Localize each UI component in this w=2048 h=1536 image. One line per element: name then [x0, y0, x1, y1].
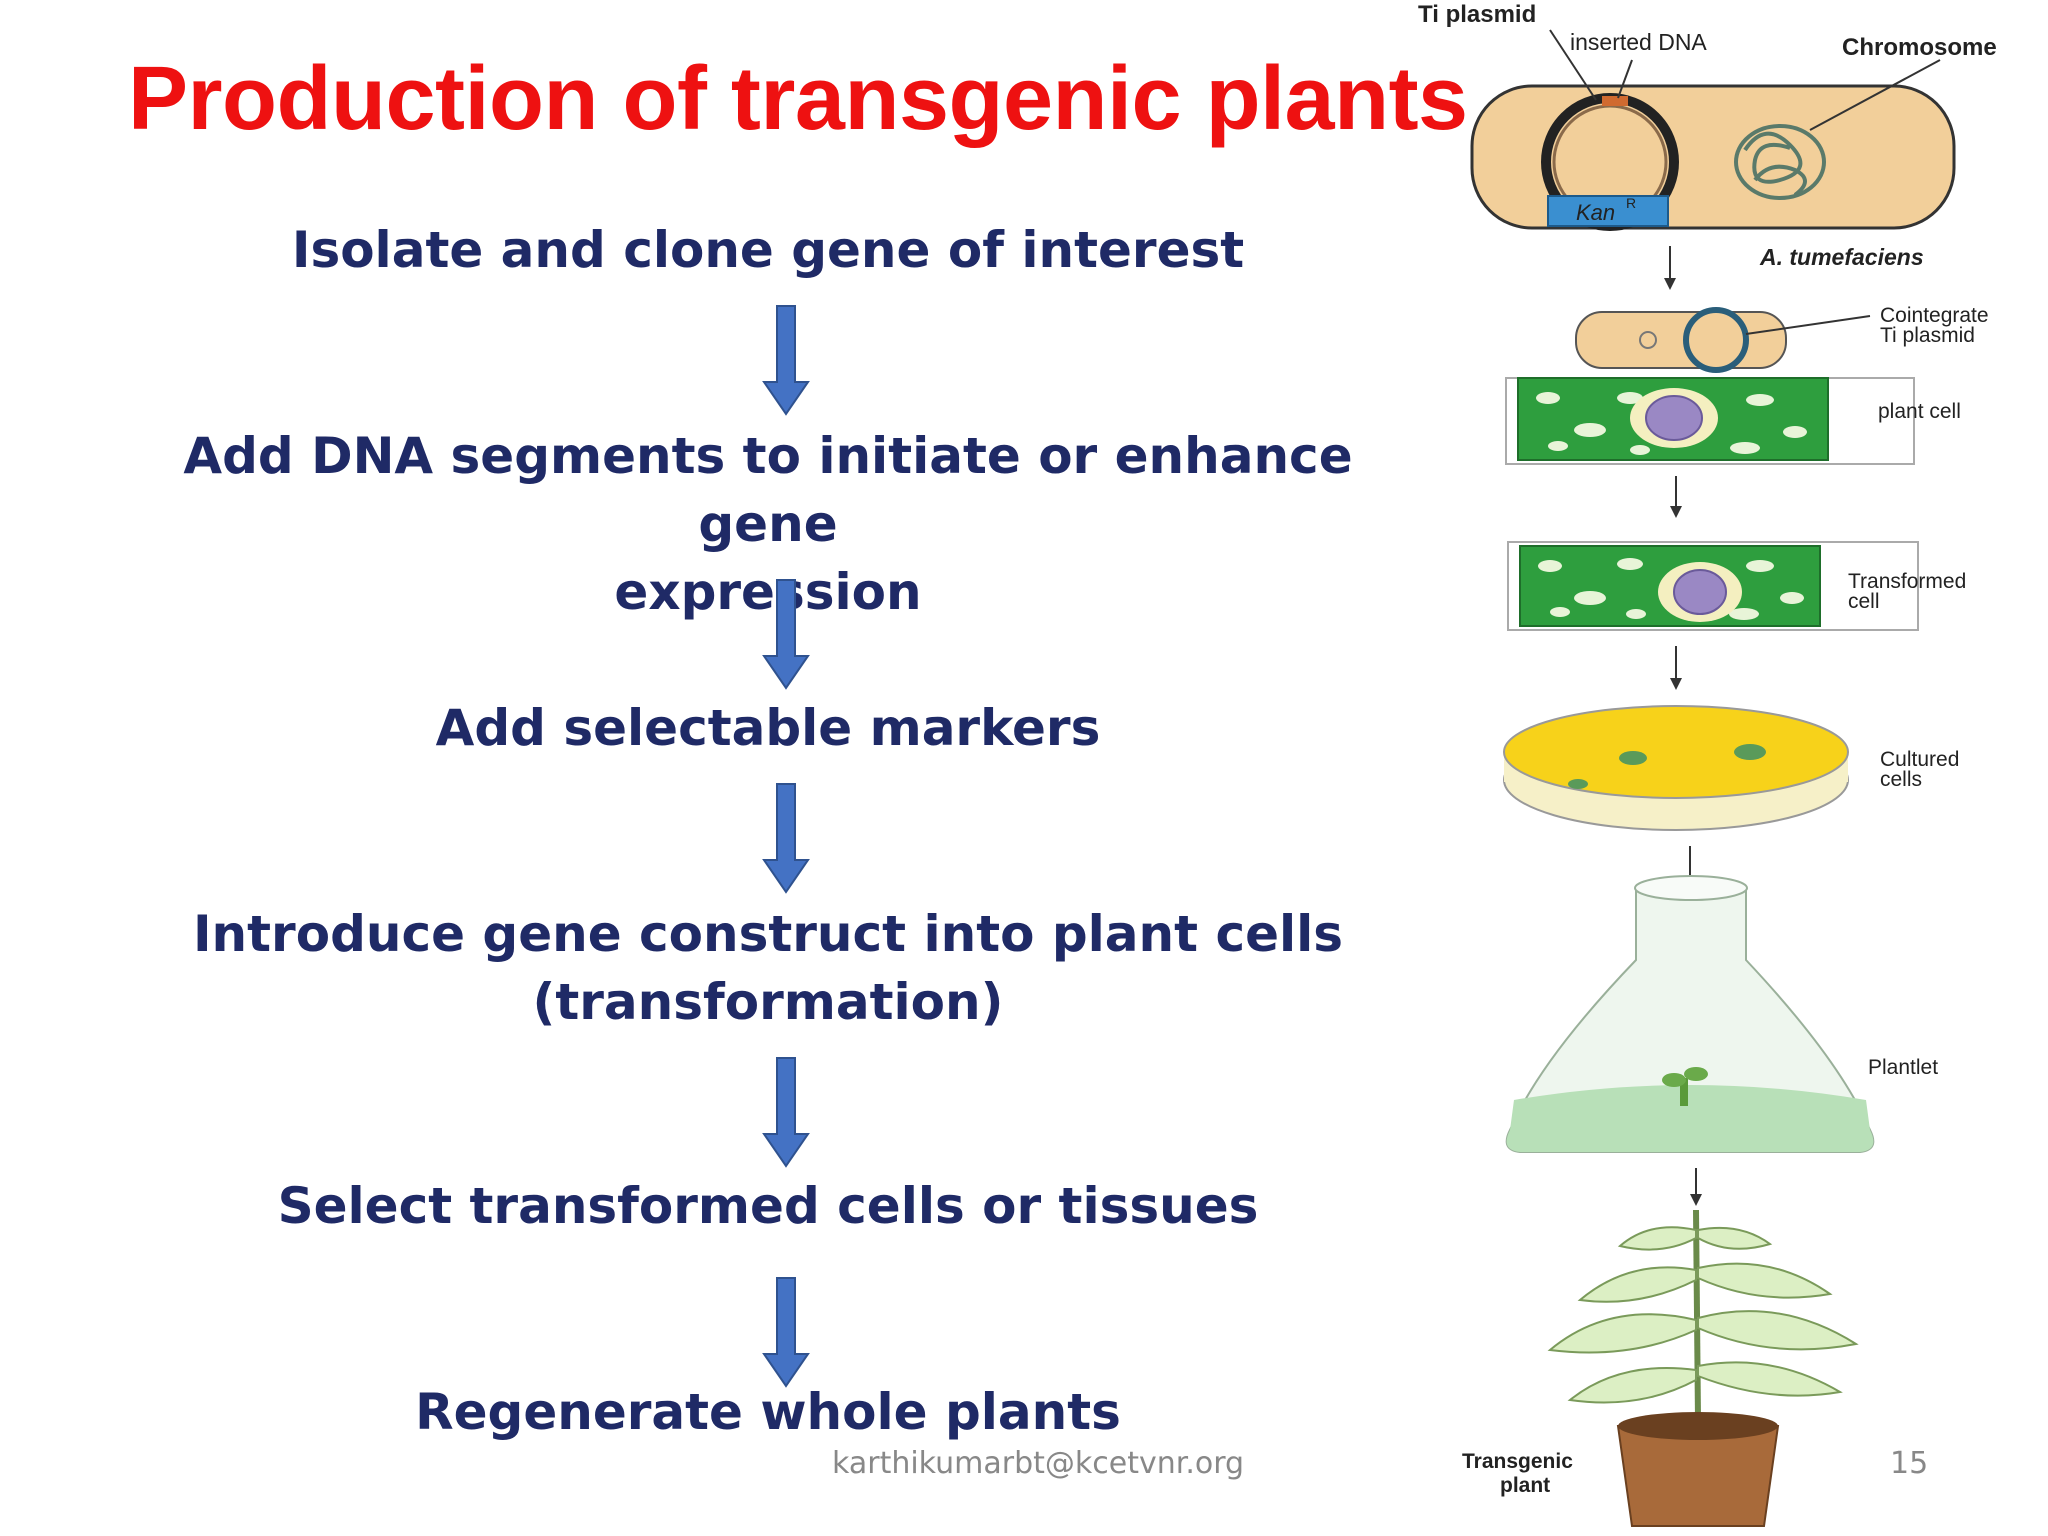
- small-down-arrow-icon: [1670, 646, 1682, 690]
- cointegrate-bacterium-icon: [1575, 307, 1871, 373]
- down-arrow-icon: [762, 1277, 810, 1388]
- potted-plant-icon: [1547, 1209, 1859, 1527]
- step-line: (transformation): [532, 973, 1004, 1031]
- plant-cell-icon: [1505, 377, 1915, 465]
- step-isolate-clone: Isolate and clone gene of interest: [148, 216, 1388, 284]
- label-transformed-cell: cell: [1848, 590, 1880, 613]
- step-line: Add DNA segments to initiate or enhance …: [183, 427, 1353, 553]
- label-ti-plasmid: Ti plasmid: [1418, 1, 1536, 28]
- step-add-selectable-markers: Add selectable markers: [148, 694, 1388, 762]
- label-cultured-cells: cells: [1880, 768, 1922, 791]
- footer-email: karthikumarbt@kcetvnr.org: [832, 1446, 1245, 1481]
- agrobacterium-transformation-diagram: Ti plasmid inserted DNA Chromosome Kan R…: [1418, 1, 1997, 1527]
- step-introduce-gene-construct: Introduce gene construct into plant cell…: [148, 900, 1388, 1036]
- down-arrow-icon: [762, 579, 810, 690]
- flask-icon: [1505, 875, 1875, 1153]
- label-plant-cell: plant cell: [1878, 400, 1961, 423]
- small-down-arrow-icon: [1664, 246, 1676, 290]
- step-add-dna-segments: Add DNA segments to initiate or enhance …: [148, 422, 1388, 626]
- slide-title: Production of transgenic plants: [128, 49, 1468, 149]
- label-kan-superscript: R: [1626, 195, 1636, 211]
- step-line: expression: [614, 563, 922, 621]
- step-line: Select transformed cells or tissues: [277, 1177, 1259, 1235]
- label-cultured: Cultured: [1880, 748, 1959, 771]
- down-arrow-icon: [762, 1057, 810, 1168]
- label-transformed: Transformed: [1848, 570, 1966, 593]
- step-line: Add selectable markers: [435, 699, 1101, 757]
- step-line: Isolate and clone gene of interest: [291, 221, 1245, 279]
- label-plantlet: Plantlet: [1868, 1056, 1938, 1079]
- label-cointegrate-ti-plasmid: Ti plasmid: [1880, 324, 1975, 347]
- page-number: 15: [1890, 1446, 1929, 1481]
- step-line: Regenerate whole plants: [415, 1383, 1121, 1441]
- label-transgenic-plant: plant: [1500, 1474, 1550, 1497]
- down-arrow-icon: [762, 783, 810, 894]
- small-down-arrow-icon: [1690, 1168, 1702, 1206]
- petri-dish-icon: [1503, 705, 1849, 831]
- down-arrow-icon: [762, 305, 810, 416]
- transformed-cell-icon: [1507, 541, 1919, 631]
- step-select-transformed: Select transformed cells or tissues: [148, 1172, 1388, 1240]
- bacterium-icon: Kan R: [1470, 29, 1956, 231]
- label-kan: Kan: [1576, 200, 1615, 225]
- label-cointegrate: Cointegrate: [1880, 304, 1989, 327]
- label-inserted-dna: inserted DNA: [1570, 29, 1707, 55]
- step-line: Introduce gene construct into plant cell…: [192, 905, 1344, 963]
- step-regenerate-plants: Regenerate whole plants: [148, 1378, 1388, 1446]
- small-down-arrow-icon: [1670, 476, 1682, 518]
- label-chromosome: Chromosome: [1842, 34, 1997, 61]
- label-transgenic: Transgenic: [1462, 1450, 1573, 1473]
- label-a-tumefaciens: A. tumefaciens: [1759, 244, 1924, 270]
